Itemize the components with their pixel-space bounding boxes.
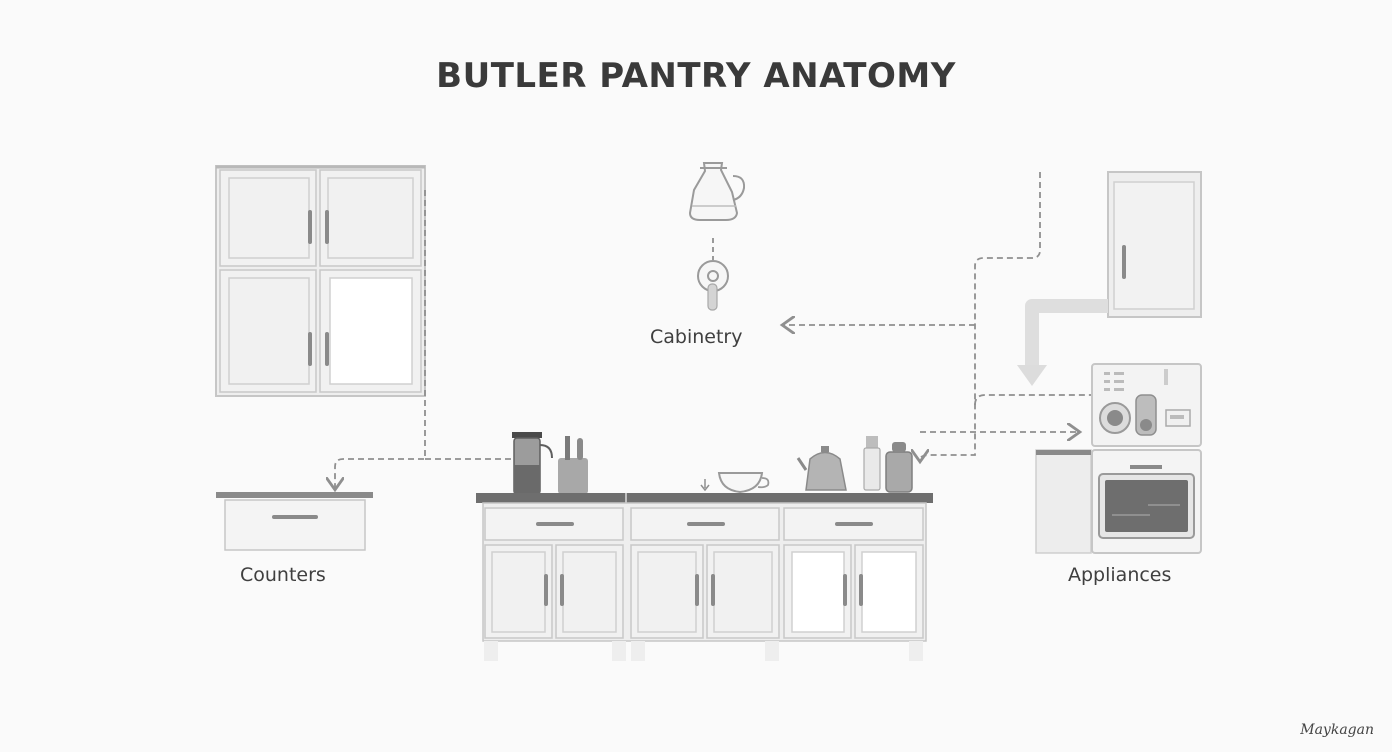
pipe-arrow [1017, 299, 1108, 386]
connector-right-trunk [920, 172, 1041, 460]
upper-right-cabinet [1107, 171, 1202, 318]
pitcher-icon [688, 162, 746, 221]
artist-signature: Maykagan [1300, 722, 1374, 738]
connector-appliances-upper [974, 394, 1092, 406]
oven [1035, 449, 1202, 554]
faucet-icon [697, 260, 729, 311]
appliance-control-unit [1091, 363, 1202, 447]
label-cabinetry: Cabinetry [650, 326, 743, 348]
upper-left-cabinet [215, 165, 426, 397]
label-counters: Counters [240, 564, 326, 586]
base-cabinets [476, 493, 933, 661]
counter-drawer [216, 492, 373, 551]
countertop-items [512, 432, 913, 495]
diagram-title: BUTLER PANTRY ANATOMY [436, 56, 956, 96]
label-appliances: Appliances [1068, 564, 1172, 586]
connector-counters [335, 190, 426, 488]
